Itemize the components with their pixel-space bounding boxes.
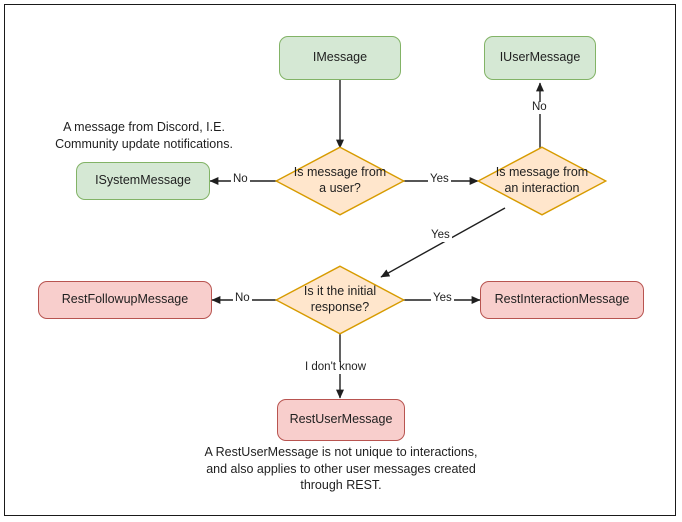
decision-initial-response-line2: response? bbox=[310, 300, 370, 314]
edge-label-initial-response-yes: Yes bbox=[431, 292, 454, 305]
decision-is-it-the-initial-response[interactable]: Is it the initial response? bbox=[275, 265, 405, 335]
decision-from-user-label: Is message from a user? bbox=[275, 146, 405, 216]
edge-label-from-interaction-no: No bbox=[530, 101, 549, 114]
node-restusermessage-label: RestUserMessage bbox=[289, 412, 393, 427]
decision-initial-response-line1: Is it the initial bbox=[303, 284, 377, 299]
annotation-system-message-line2: Community update notifications. bbox=[55, 136, 233, 151]
diamond-shape-from-user bbox=[275, 146, 405, 216]
decision-initial-response-label: Is it the initial response? bbox=[275, 265, 405, 335]
decision-from-user-line1: Is message from bbox=[293, 165, 387, 180]
diamond-shape-initial-response bbox=[275, 265, 405, 335]
diamond-shape-from-interaction bbox=[477, 146, 607, 216]
decision-from-interaction-label: Is message from an interaction bbox=[477, 146, 607, 216]
annotation-rest-user-message-line2: and also applies to other user messages … bbox=[206, 461, 476, 476]
edge-label-from-interaction-yes: Yes bbox=[429, 229, 452, 242]
edge-label-initial-response-dont-know: I don't know bbox=[303, 361, 369, 374]
node-restusermessage[interactable]: RestUserMessage bbox=[277, 399, 405, 441]
decision-is-message-from-a-user[interactable]: Is message from a user? bbox=[275, 146, 405, 216]
decision-from-user-line2: a user? bbox=[319, 181, 361, 195]
node-restfollowupmessage[interactable]: RestFollowupMessage bbox=[38, 281, 212, 319]
node-iusermessage-label: IUserMessage bbox=[499, 50, 581, 65]
node-restfollowupmessage-label: RestFollowupMessage bbox=[61, 292, 189, 307]
annotation-system-message-line1: A message from Discord, I.E. bbox=[63, 120, 225, 134]
annotation-system-message: A message from Discord, I.E. Community u… bbox=[44, 119, 244, 152]
node-isystemmessage-label: ISystemMessage bbox=[95, 173, 191, 188]
decision-from-interaction-line2: an interaction bbox=[504, 181, 580, 195]
decision-is-message-from-an-interaction[interactable]: Is message from an interaction bbox=[477, 146, 607, 216]
edge-label-from-user-no: No bbox=[231, 173, 250, 186]
edge-label-from-user-yes: Yes bbox=[428, 173, 451, 186]
annotation-rest-user-message-line3: through REST. bbox=[300, 478, 382, 493]
node-isystemmessage[interactable]: ISystemMessage bbox=[76, 162, 210, 200]
decision-from-interaction-line1: Is message from bbox=[495, 165, 589, 180]
annotation-rest-user-message: A RestUserMessage is not unique to inter… bbox=[181, 444, 501, 494]
node-imessage-label: IMessage bbox=[312, 50, 368, 65]
edge-label-initial-response-no: No bbox=[233, 292, 252, 305]
node-restinteractionmessage-label: RestInteractionMessage bbox=[494, 292, 630, 307]
node-iusermessage[interactable]: IUserMessage bbox=[484, 36, 596, 80]
annotation-rest-user-message-line1: A RestUserMessage is not unique to inter… bbox=[204, 445, 478, 459]
node-imessage[interactable]: IMessage bbox=[279, 36, 401, 80]
node-restinteractionmessage[interactable]: RestInteractionMessage bbox=[480, 281, 644, 319]
